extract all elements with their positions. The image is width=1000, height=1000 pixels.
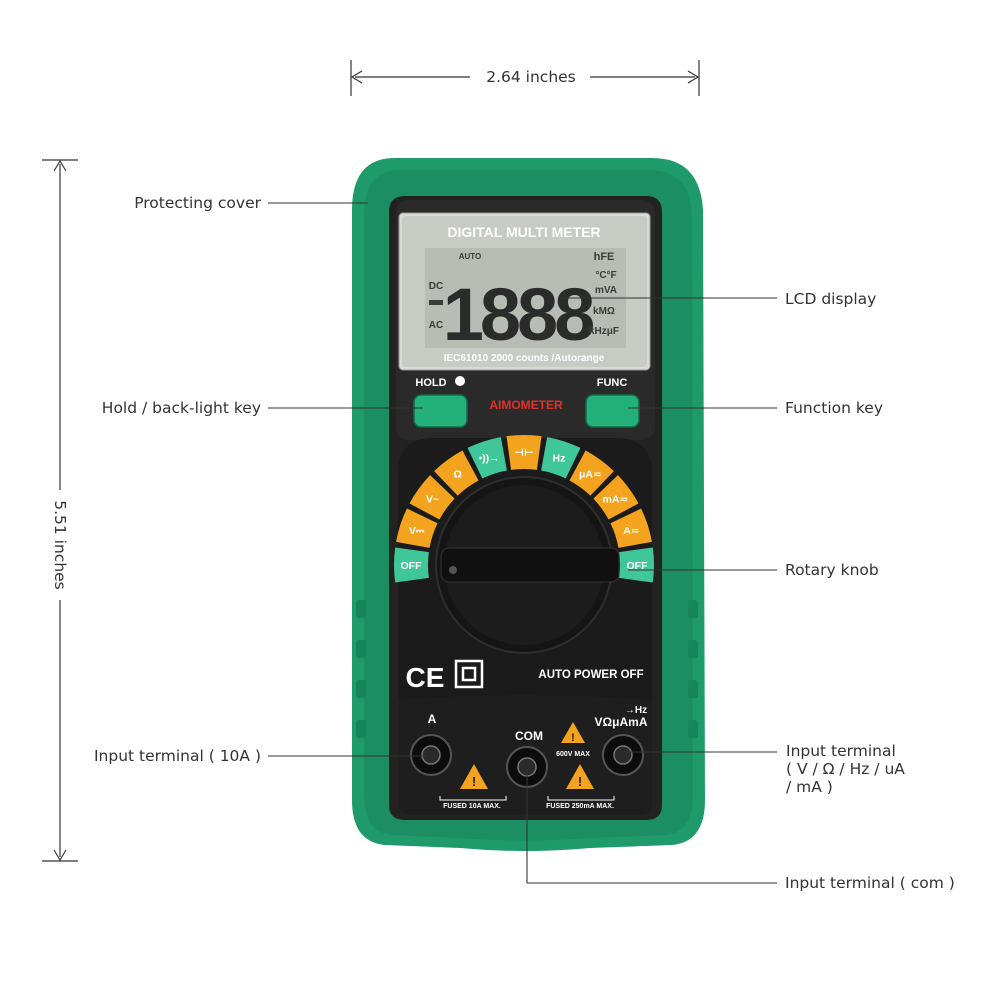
terminal-hz-label: →Hz (625, 705, 647, 716)
dial-position-label: mA≂ (603, 494, 629, 506)
warning-icon: ! (561, 722, 585, 744)
dial-position-label: μA≂ (579, 469, 602, 481)
callout-input-10a: Input terminal ( 10A ) (93, 747, 261, 765)
double-insulation-icon (454, 659, 484, 689)
dial-position-label: Hz (552, 453, 565, 465)
warning-icon: ! (566, 764, 594, 789)
dial-position-2[interactable] (409, 475, 455, 520)
lcd-reading: 1888 (443, 273, 593, 356)
func-label: FUNC (597, 377, 628, 389)
svg-text:!: ! (472, 774, 476, 789)
hold-label: HOLD (415, 377, 446, 389)
width-dimension (350, 60, 700, 96)
certification-marks: CE (406, 659, 484, 693)
dial-position-8[interactable] (593, 475, 639, 520)
dial-position-label: •))→ (478, 453, 499, 465)
dial-ring: OFF V⎓ V~ Ω •))→ ⊣⊢ Hz μA≂ mA≂ A≂ OFF (394, 434, 655, 583)
dial-position-1[interactable] (396, 508, 438, 548)
height-dimension (42, 159, 78, 862)
lcd-unit-hz: kHzμF (589, 326, 619, 337)
callout-input-v-line2: ( V / Ω / Hz / uA (786, 760, 905, 778)
dial-position-10[interactable] (619, 547, 655, 583)
fuse-250ma-label: FUSED 250mA MAX. (546, 803, 614, 810)
dial-position-6[interactable] (541, 437, 581, 479)
terminal-a-label: A (428, 712, 437, 726)
lcd-hfe: hFE (594, 251, 615, 263)
backlight-icon (455, 376, 465, 386)
ce-mark: CE (406, 662, 445, 693)
terminal-jack-com[interactable] (506, 746, 548, 788)
width-dimension-label: 2.64 inches (486, 68, 576, 86)
dial-position-0[interactable] (394, 547, 429, 583)
callout-protecting-cover: Protecting cover (134, 194, 261, 212)
lcd-auto: AUTO (459, 252, 482, 261)
callout-lcd-display: LCD display (785, 290, 877, 308)
warning-icon: ! (460, 764, 488, 789)
dial-position-label: ⊣⊢ (514, 447, 533, 459)
svg-text:!: ! (578, 774, 582, 789)
fuse-10a-label: FUSED 10A MAX. (443, 803, 501, 810)
dial-position-5[interactable] (506, 434, 542, 470)
terminal-area: A COM VΩμAmA →Hz 600V MAX ! ! ! FUSE (398, 695, 652, 815)
function-key[interactable] (585, 394, 640, 428)
callout-rotary-knob: Rotary knob (785, 561, 879, 579)
callout-hold-key: Hold / back-light key (101, 399, 261, 417)
dial-position-label: A≂ (623, 525, 639, 537)
svg-text:!: ! (571, 732, 575, 744)
rotary-knob[interactable] (435, 476, 620, 654)
terminal-v-label: VΩμAmA (595, 715, 648, 729)
dial-position-label: Ω (453, 469, 461, 481)
leader-lines (268, 202, 777, 884)
height-dimension-label: 5.51 inches (51, 500, 69, 590)
terminal-com-label: COM (515, 729, 543, 743)
callout-input-v-line1: Input terminal (786, 742, 896, 760)
dial-position-3[interactable] (434, 450, 479, 496)
dial-position-label: OFF (627, 560, 649, 572)
lcd-unit-kmo: kMΩ (593, 306, 615, 317)
dial-position-label: OFF (401, 560, 423, 572)
lcd-display: DIGITAL MULTI METER AUTO hFE DC AC 1888 … (398, 212, 651, 371)
dial-position-label: V⎓ (409, 525, 425, 537)
dial-position-7[interactable] (569, 450, 614, 496)
callout-input-com: Input terminal ( com ) (785, 874, 955, 892)
lcd-dc: DC (429, 281, 443, 292)
terminal-jack-10a[interactable] (410, 734, 452, 776)
hold-key[interactable] (413, 394, 468, 428)
func-key-group: FUNC (585, 377, 640, 428)
lcd-unit-va: mVA (595, 285, 617, 296)
lcd-title: DIGITAL MULTI METER (447, 224, 600, 240)
lcd-ac: AC (429, 320, 443, 331)
lcd-footer: IEC61010 2000 counts /Autorange (444, 353, 605, 364)
rating-600v: 600V MAX (556, 751, 590, 758)
dial-position-4[interactable] (467, 437, 507, 479)
knob-pointer (449, 566, 457, 574)
callout-input-v-line3: / mA ) (786, 778, 833, 796)
callout-function-key: Function key (785, 399, 883, 417)
dial-position-label: V~ (426, 494, 439, 506)
dial-position-9[interactable] (610, 508, 652, 548)
lcd-unit-temp: °C°F (595, 270, 616, 281)
brand-label: AIMOMETER (489, 398, 563, 412)
auto-power-off-label: AUTO POWER OFF (538, 669, 643, 681)
hold-key-group: HOLD (413, 376, 468, 428)
terminal-jack-v[interactable] (602, 734, 644, 776)
